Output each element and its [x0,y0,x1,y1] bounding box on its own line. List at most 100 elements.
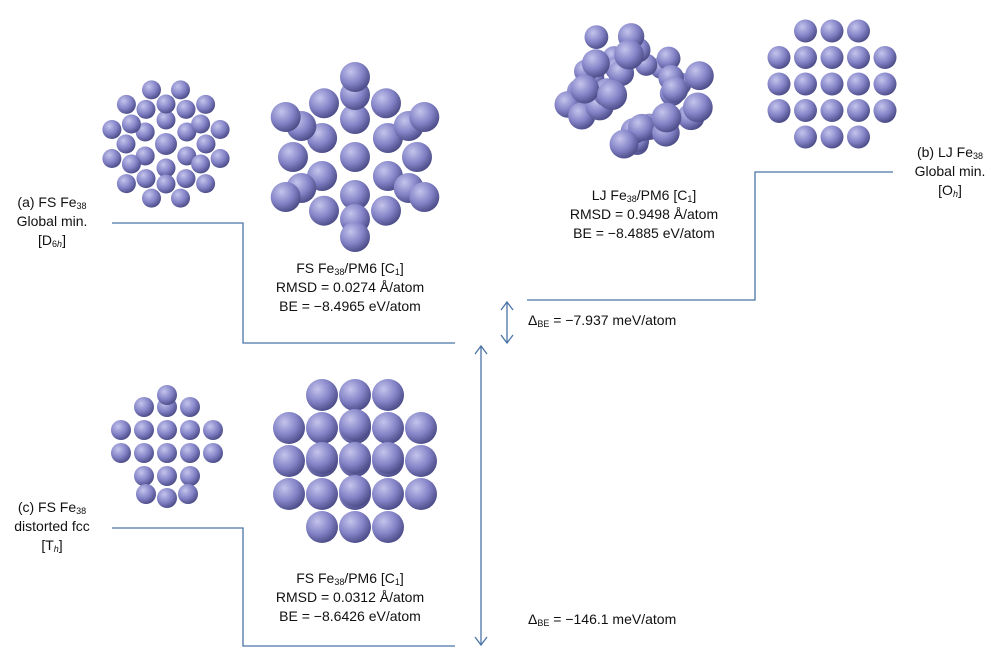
atom [402,142,432,172]
caption-fs-pm6-bottom: FS Fe38/PM6 [C1] RMSD = 0.0312 Å/atom BE… [275,570,425,624]
atom [196,174,216,194]
label-b: (b) LJ Fe38 Global min. [Oh] [914,144,985,199]
atom [176,169,196,189]
atom [794,72,817,96]
atom [405,445,437,477]
atom [339,511,371,543]
atom [820,72,844,96]
atom [116,134,136,154]
atom [171,188,190,208]
atom [306,442,338,474]
atom [794,19,817,43]
atom [116,94,136,114]
atom [372,478,404,510]
atom [134,397,154,417]
atom [156,174,176,194]
atom [196,94,216,114]
atom [847,46,870,69]
cluster-a-fs-global-min [102,80,230,208]
atom [767,99,791,122]
label-a: (a) FS Fe38 Global min. [D6h] [16,194,88,249]
atom [339,379,371,411]
atom [136,99,156,119]
atom [372,511,404,543]
atom [136,484,156,504]
atom [116,174,136,194]
atom [306,478,338,510]
atom [820,99,844,122]
atom [847,99,870,122]
cluster-b-lj-global-min [767,19,897,149]
atom [609,129,639,159]
atom [171,80,190,100]
atom [102,120,122,139]
atom [651,102,682,133]
atom [176,99,196,119]
atom [628,113,656,142]
atom [273,478,305,510]
atom [371,195,401,226]
atom [196,134,216,154]
atom [371,88,401,119]
atom [409,102,440,132]
atom [306,511,338,543]
cluster-c-fs-fcc [111,385,223,508]
delta-upper: ΔBE = −7.937 meV/atom [528,312,677,329]
atom [135,122,155,142]
atom [685,61,714,91]
atom [409,182,440,212]
level-b-connector [527,171,893,301]
atom [177,146,197,166]
atom [340,104,370,134]
atom [340,222,370,252]
atom [847,19,870,43]
atom [584,25,609,49]
energy-difference-arrows [474,300,514,647]
atom [794,46,817,69]
atom [136,169,156,189]
delta-lower-arrow [474,344,488,647]
atom [142,80,161,100]
atom [178,484,198,504]
level-c-connector [112,527,455,647]
atom [372,442,404,474]
atom [309,195,339,226]
atom [581,49,610,78]
atom [177,122,197,142]
atom [306,412,338,444]
atom [157,420,177,440]
atom [203,420,223,440]
atom [306,379,338,411]
atom [270,182,301,212]
cluster-structures [102,19,897,543]
atom [339,442,371,474]
atom [157,466,177,486]
atom [278,142,308,172]
energy-levels [112,171,893,647]
atom [156,158,176,178]
atom [102,149,122,168]
atom [570,74,600,104]
atom [191,154,211,174]
atom [210,120,230,139]
atom [111,443,131,463]
atom [157,385,177,405]
atom [847,125,870,149]
atom [273,412,305,444]
atom [405,412,437,444]
delta-upper-arrow [500,300,514,345]
atom [340,62,370,92]
atom [873,99,897,122]
atom [203,443,223,463]
atom [180,466,200,486]
delta-lower: ΔBE = −146.1 meV/atom [528,611,677,628]
atom [405,478,437,510]
atom [597,80,628,110]
atom [135,146,155,166]
atom [661,76,689,103]
atom [340,180,370,210]
atom [873,46,897,69]
atom [121,114,141,134]
